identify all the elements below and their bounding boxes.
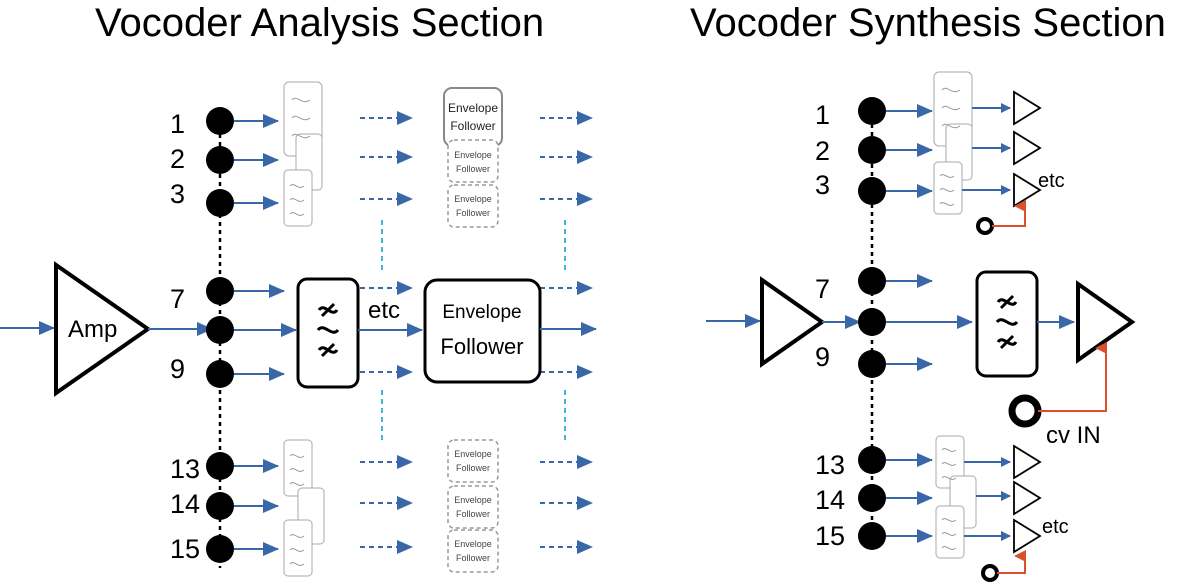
synthesis-node-1 (858, 97, 886, 125)
synthesis-filter-block (975, 270, 1039, 378)
svg-text:Envelope: Envelope (454, 150, 492, 160)
faded-envelope-1-line1: Envelope (448, 101, 498, 115)
synthesis-section: 1 2 3 7 9 13 14 15 (706, 71, 1136, 582)
synthesis-faded-filters (933, 71, 977, 559)
svg-text:Envelope: Envelope (454, 495, 492, 505)
envelope-follower-line2: Follower (440, 334, 523, 359)
faded-envelope-followers: Envelope Follower Envelope Follower Enve… (443, 87, 503, 573)
analysis-channel-7: 7 (170, 284, 185, 314)
analysis-title: Vocoder Analysis Section (95, 1, 544, 45)
analysis-faded-filters-top (283, 81, 325, 577)
analysis-node-15 (206, 535, 234, 563)
synthesis-node-8 (858, 308, 886, 336)
synthesis-input-amp (760, 276, 826, 368)
synthesis-node-15 (858, 522, 886, 550)
synthesis-channel-3: 3 (815, 170, 830, 200)
analysis-channel-3: 3 (170, 179, 185, 209)
faded-envelope-2 (447, 139, 499, 183)
analysis-section: Amp 1 2 3 7 9 13 14 15 (0, 81, 597, 577)
analysis-channel-14: 14 (170, 489, 200, 519)
synthesis-node-3 (858, 177, 886, 205)
envelope-follower-block (423, 278, 542, 384)
synthesis-small-vcas (1013, 90, 1042, 554)
analysis-filter-block (296, 277, 360, 389)
faded-envelope-13 (447, 439, 499, 483)
analysis-etc-label: etc (368, 297, 400, 324)
analysis-channel-15: 15 (170, 534, 200, 564)
svg-text:Follower: Follower (456, 164, 490, 174)
small-cv-jacks (976, 200, 1026, 582)
svg-text:Envelope: Envelope (454, 539, 492, 549)
synthesis-channel-9: 9 (815, 342, 830, 372)
cv-in-line (1038, 342, 1107, 412)
analysis-node-14 (206, 492, 234, 520)
analysis-node-9 (206, 360, 234, 388)
synthesis-channel-15: 15 (815, 521, 845, 551)
synthesis-channel-7: 7 (815, 274, 830, 304)
analysis-node-13 (206, 452, 234, 480)
faded-envelope-3 (447, 184, 499, 228)
svg-text:Follower: Follower (456, 509, 490, 519)
svg-text:Envelope: Envelope (454, 194, 492, 204)
synthesis-node-13 (858, 446, 886, 474)
faded-envelope-14 (447, 485, 499, 529)
synthesis-channel-13: 13 (815, 450, 845, 480)
synthesis-node-2 (858, 136, 886, 164)
analysis-channel-13: 13 (170, 454, 200, 484)
analysis-node-arrows (234, 114, 297, 556)
synthesis-channel-14: 14 (815, 485, 845, 515)
synthesis-node-7 (858, 267, 886, 295)
amp-triangle (54, 261, 152, 397)
synthesis-main-vca (1076, 280, 1136, 364)
faded-envelope-1-line2: Follower (450, 119, 495, 133)
synthesis-channel-1: 1 (815, 100, 830, 130)
analysis-node-2 (206, 146, 234, 174)
svg-text:Follower: Follower (456, 463, 490, 473)
synthesis-title: Vocoder Synthesis Section (690, 1, 1166, 45)
faded-envelope-15 (447, 529, 499, 573)
synthesis-channel-2: 2 (815, 136, 830, 166)
svg-text:Envelope: Envelope (454, 449, 492, 459)
cv-in-label: cv IN (1046, 422, 1101, 449)
synthesis-node-9 (858, 350, 886, 378)
amp-label: Amp (68, 316, 117, 343)
analysis-channel-1: 1 (170, 109, 185, 139)
synthesis-etc-top: etc (1038, 170, 1065, 192)
svg-text:Follower: Follower (456, 553, 490, 563)
synthesis-node-14 (858, 484, 886, 512)
faded-envelope-1 (443, 87, 503, 147)
analysis-faded-filter-marks (289, 97, 311, 566)
cv-in-jack[interactable] (1008, 394, 1042, 428)
analysis-node-1 (206, 107, 234, 135)
synthesis-etc-bottom: etc (1042, 516, 1069, 538)
envelope-follower-line1: Envelope (442, 302, 521, 323)
analysis-node-3 (206, 189, 234, 217)
synthesis-nodes (858, 97, 886, 550)
analysis-node-8 (206, 316, 234, 344)
analysis-node-7 (206, 277, 234, 305)
synthesis-node-arrows (886, 104, 973, 543)
analysis-channel-9: 9 (170, 354, 185, 384)
analysis-nodes (206, 107, 234, 563)
svg-text:Follower: Follower (456, 208, 490, 218)
analysis-channel-2: 2 (170, 144, 185, 174)
